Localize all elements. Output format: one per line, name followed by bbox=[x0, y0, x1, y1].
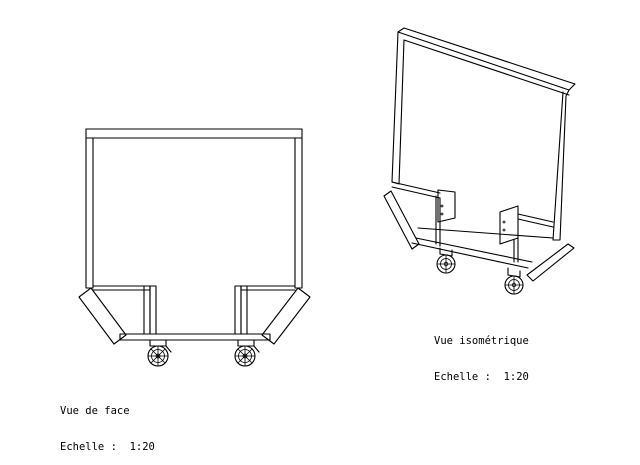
front-view-caption: Vue de face Echelle : 1:20 bbox=[60, 381, 155, 465]
drawing-sheet: Vue de face Echelle : 1:20 Vue isométriq… bbox=[60, 27, 576, 453]
front-view-scale: Echelle : 1:20 bbox=[60, 441, 155, 453]
iso-view-scale-label: Echelle : bbox=[434, 371, 491, 383]
iso-view-scale: Echelle : 1:20 bbox=[434, 371, 529, 383]
front-view-scale-value: 1:20 bbox=[129, 441, 155, 453]
iso-view-caption: Vue isométrique Echelle : 1:20 bbox=[434, 311, 529, 395]
front-view-title: Vue de face bbox=[60, 405, 130, 417]
iso-frame bbox=[383, 27, 576, 295]
iso-view-scale-value: 1:20 bbox=[503, 371, 529, 383]
iso-view-title: Vue isométrique bbox=[434, 335, 529, 347]
front-frame bbox=[78, 128, 311, 367]
front-view-scale-label: Echelle : bbox=[60, 441, 117, 453]
front-view-drawing bbox=[78, 27, 576, 367]
